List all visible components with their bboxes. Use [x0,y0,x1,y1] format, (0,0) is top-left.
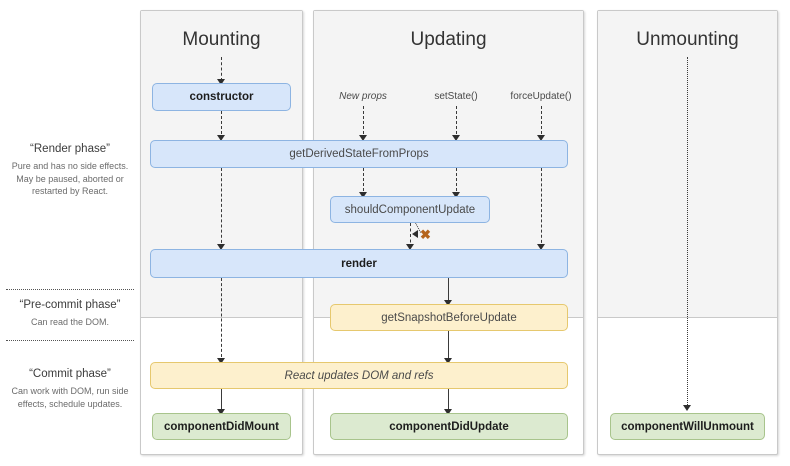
node-get-snapshot-before-update[interactable]: getSnapshotBeforeUpdate [330,304,568,331]
legend-commit-phase-desc: Can work with DOM, run side effects, sch… [11,386,129,409]
connector-react-updates-to-component-did-update [448,389,449,413]
legend-render-phase-desc: Pure and has no side effects. May be pau… [11,161,129,196]
connector-react-updates-to-component-did-mount [221,389,222,413]
arrowhead-component-will-unmount [683,405,691,411]
legend-pre-commit-phase-title: “Pre-commit phase” [19,299,121,311]
node-should-component-update[interactable]: shouldComponentUpdate [330,196,490,223]
arrowhead-scu-false-branch [412,230,418,238]
column-unmounting-title: Unmounting [636,29,739,50]
connector-gdsfp-to-render-forceupdate [541,168,542,248]
node-render[interactable]: render [150,249,568,278]
divider-commit-top [6,340,134,341]
connector-constructor-to-gdsfp [221,111,222,139]
connector-new-props-to-gdsfp [363,106,364,139]
arrowhead-scu-right [452,192,460,198]
arrowhead-gdsfp-forceupdate [537,135,545,141]
arrowhead-component-did-mount [217,409,225,415]
arrowhead-gsbu [444,300,452,306]
trigger-setstate: setState() [434,91,478,102]
legend-pre-commit-phase-desc: Can read the DOM. [30,317,110,327]
arrowhead-constructor [217,79,225,85]
arrowhead-react-updates-updating [444,358,452,364]
connector-gdsfp-to-scu-right [456,168,457,196]
connector-gdsfp-to-render [221,168,222,248]
node-get-derived-state-from-props[interactable]: getDerivedStateFromProps [150,140,568,168]
connector-forceupdate-to-gdsfp [541,106,542,139]
legend-render-phase-title: “Render phase” [30,143,110,155]
column-updating-title: Updating [410,29,487,50]
node-constructor[interactable]: constructor [152,83,291,111]
connector-gsbu-to-react-updates [448,331,449,362]
legend-render-phase: “Render phase” Pure and has no side effe… [4,142,136,198]
node-component-will-unmount[interactable]: componentWillUnmount [610,413,765,440]
legend-commit-phase-title: “Commit phase” [29,368,111,380]
legend-commit-phase: “Commit phase” Can work with DOM, run si… [4,367,136,410]
arrowhead-gdsfp-mounting [217,135,225,141]
arrowhead-react-updates-mounting [217,358,225,364]
node-component-did-update[interactable]: componentDidUpdate [330,413,568,440]
arrowhead-gdsfp-new-props [359,135,367,141]
divider-pre-commit-top [6,289,134,290]
arrowhead-render-mounting [217,244,225,250]
trigger-new-props: New props [339,91,387,102]
arrowhead-render-updating [406,244,414,250]
connector-render-to-gsbu [448,278,449,304]
connector-setstate-to-gdsfp [456,106,457,139]
connector-scu-to-render [410,223,411,248]
legend-pre-commit-phase: “Pre-commit phase” Can read the DOM. [4,298,136,329]
skip-render-x-icon: ✖ [420,227,431,242]
arrowhead-scu-left [359,192,367,198]
column-mounting-title: Mounting [182,29,261,50]
node-component-did-mount[interactable]: componentDidMount [152,413,291,440]
arrowhead-render-forceupdate [537,244,545,250]
connector-mounting-title-to-constructor [221,57,222,81]
node-react-updates-dom-and-refs[interactable]: React updates DOM and refs [150,362,568,389]
arrowhead-component-did-update [444,409,452,415]
connector-render-to-react-updates-mounting [221,278,222,362]
connector-unmounting-title-to-cwu [687,57,688,409]
arrowhead-gdsfp-setstate [452,135,460,141]
trigger-forceupdate: forceUpdate() [510,91,572,102]
connector-gdsfp-to-scu-left [363,168,364,196]
